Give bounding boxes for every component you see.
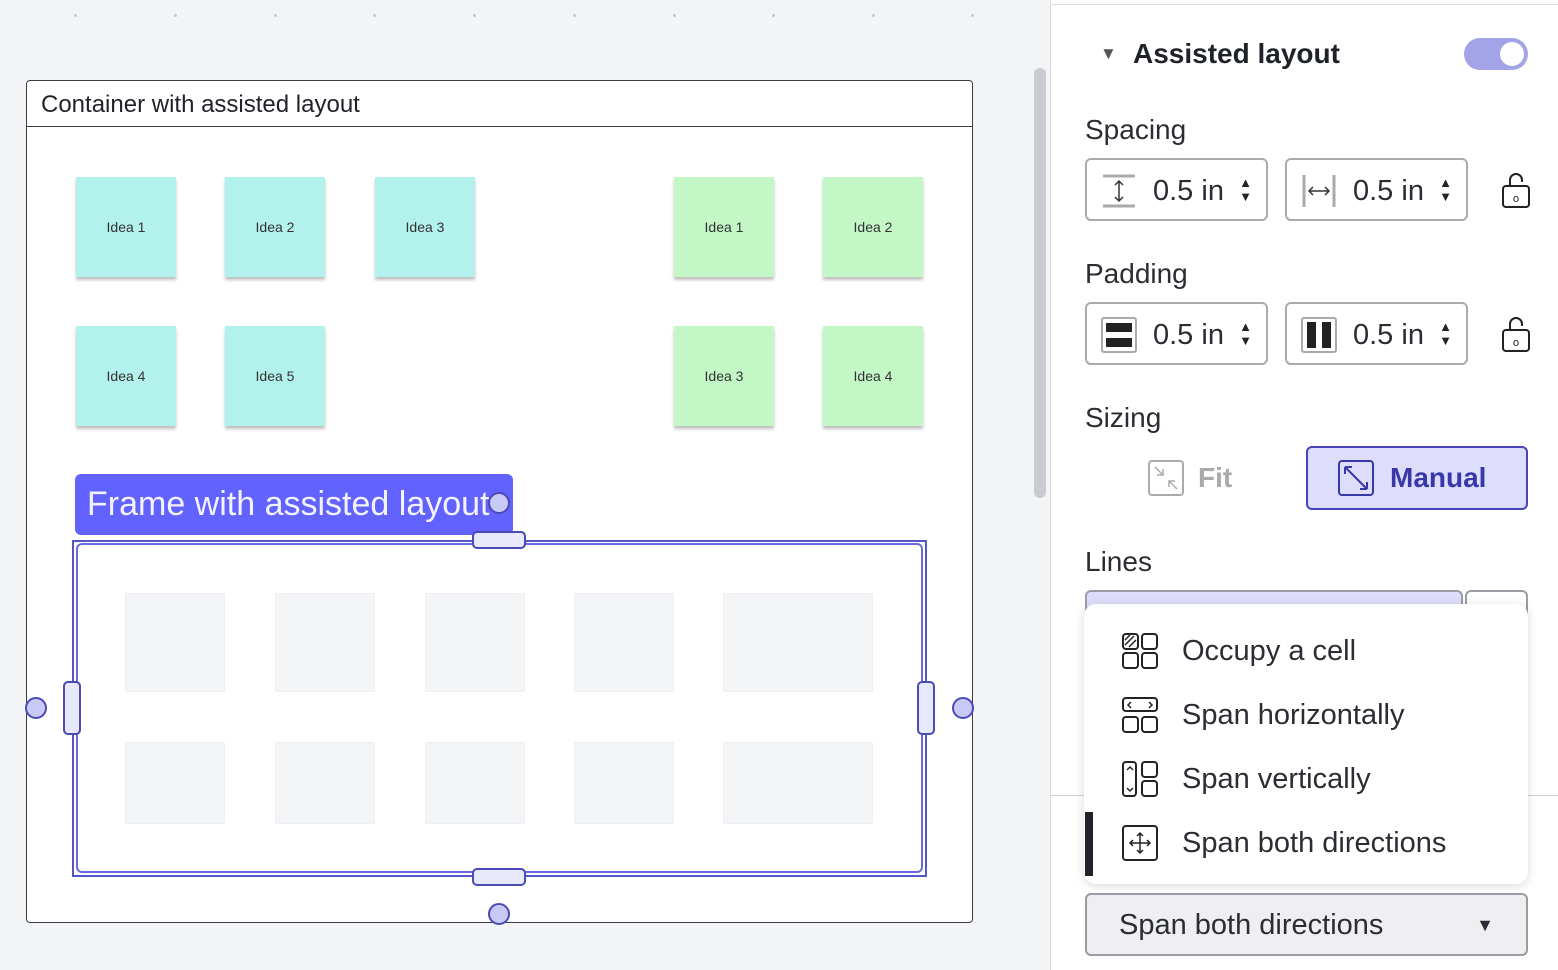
grid-dot <box>772 14 775 17</box>
placeholder-cell <box>425 742 525 824</box>
stepper-icon[interactable]: ▲▼ <box>1239 175 1252 204</box>
placeholder-cell <box>275 742 375 824</box>
assisted-layout-toggle[interactable] <box>1464 38 1528 70</box>
dropdown-arrow-icon: ▼ <box>1476 915 1494 935</box>
sizing-fit-button[interactable]: Fit <box>1148 460 1232 496</box>
resize-handle-bottom[interactable] <box>472 868 526 886</box>
placeholder-cell <box>723 742 873 824</box>
placeholder-cell <box>125 593 225 692</box>
grid-dot <box>473 14 476 17</box>
sticky-note[interactable]: Idea 2 <box>225 177 325 277</box>
spacing-horizontal-input[interactable]: 0.5 in ▲▼ <box>1285 158 1468 221</box>
unlock-icon[interactable]: o <box>1501 314 1531 354</box>
manual-resize-icon <box>1338 460 1374 496</box>
sticky-note[interactable]: Idea 2 <box>823 177 923 277</box>
lines-label: Lines <box>1085 546 1152 577</box>
vertical-spacing-icon <box>1103 174 1135 208</box>
menu-item-label: Occupy a cell <box>1182 634 1357 667</box>
spacing-label: Spacing <box>1085 114 1187 145</box>
grid-dot <box>274 14 277 17</box>
frame-title[interactable]: Frame with assisted layout <box>75 474 513 535</box>
fit-label: Fit <box>1198 462 1233 493</box>
menu-item-occupy-cell[interactable]: Occupy a cell <box>1092 619 1528 683</box>
container-title[interactable]: Container with assisted layout <box>27 81 972 127</box>
canvas-scrollbar[interactable] <box>1034 68 1046 498</box>
grid-dot <box>872 14 875 17</box>
sticky-note[interactable]: Idea 5 <box>225 326 325 426</box>
placeholder-cell <box>723 593 873 692</box>
span-select[interactable]: Span both directions ▼ <box>1085 893 1528 956</box>
toggle-knob <box>1500 42 1524 66</box>
sizing-label: Sizing <box>1085 402 1162 433</box>
unlock-icon[interactable]: o <box>1501 170 1531 210</box>
menu-item-label: Span vertically <box>1182 762 1371 795</box>
resize-handle-top[interactable] <box>472 531 526 549</box>
padding-vertical-input[interactable]: 0.5 in ▲▼ <box>1085 302 1268 365</box>
grid-dot <box>573 14 576 17</box>
menu-item-label: Span horizontally <box>1182 698 1405 731</box>
section-title: Assisted layout <box>1133 38 1340 69</box>
grid-dot <box>74 14 77 17</box>
menu-item-label: Span both directions <box>1182 826 1447 859</box>
grid-dot <box>673 14 676 17</box>
connection-point-left[interactable] <box>25 697 47 719</box>
menu-item-span-both[interactable]: Span both directions <box>1092 811 1528 875</box>
selected-indicator <box>1085 812 1093 876</box>
fit-icon <box>1148 460 1184 496</box>
manual-label: Manual <box>1390 462 1487 493</box>
spacing-vertical-input[interactable]: 0.5 in ▲▼ <box>1085 158 1268 221</box>
padding-label: Padding <box>1085 258 1188 289</box>
span-select-value: Span both directions <box>1119 909 1384 941</box>
padding-horizontal-value: 0.5 in <box>1353 319 1424 351</box>
divider <box>1051 4 1558 5</box>
placeholder-cell <box>574 742 674 824</box>
span-horizontally-icon <box>1122 697 1158 733</box>
sticky-note[interactable]: Idea 4 <box>823 326 923 426</box>
sticky-note[interactable]: Idea 4 <box>76 326 176 426</box>
sticky-note[interactable]: Idea 1 <box>674 177 774 277</box>
connection-point-top[interactable] <box>488 492 510 514</box>
placeholder-cell <box>425 593 525 692</box>
vertical-padding-icon <box>1101 317 1137 353</box>
resize-handle-right[interactable] <box>917 681 935 735</box>
occupy-cell-icon <box>1122 633 1158 669</box>
sticky-note[interactable]: Idea 3 <box>674 326 774 426</box>
menu-item-span-vertically[interactable]: Span vertically <box>1092 747 1528 811</box>
sizing-manual-button[interactable]: Manual <box>1306 446 1528 510</box>
svg-text:o: o <box>1513 337 1519 349</box>
spacing-vertical-value: 0.5 in <box>1153 175 1224 207</box>
grid-dot <box>174 14 177 17</box>
sticky-note[interactable]: Idea 1 <box>76 177 176 277</box>
spacing-horizontal-value: 0.5 in <box>1353 175 1424 207</box>
stepper-icon[interactable]: ▲▼ <box>1439 175 1452 204</box>
placeholder-cell <box>125 742 225 824</box>
connection-point-right[interactable] <box>952 697 974 719</box>
stepper-icon[interactable]: ▲▼ <box>1239 319 1252 348</box>
span-both-icon <box>1122 825 1158 861</box>
menu-item-span-horizontally[interactable]: Span horizontally <box>1092 683 1528 747</box>
sticky-note[interactable]: Idea 3 <box>375 177 475 277</box>
padding-vertical-value: 0.5 in <box>1153 319 1224 351</box>
grid-dot <box>373 14 376 17</box>
padding-horizontal-input[interactable]: 0.5 in ▲▼ <box>1285 302 1468 365</box>
connection-point-bottom[interactable] <box>488 903 510 925</box>
placeholder-cell <box>275 593 375 692</box>
horizontal-spacing-icon <box>1302 175 1336 207</box>
resize-handle-left[interactable] <box>63 681 81 735</box>
stepper-icon[interactable]: ▲▼ <box>1439 319 1452 348</box>
placeholder-cell <box>574 593 674 692</box>
horizontal-padding-icon <box>1301 317 1337 353</box>
svg-text:o: o <box>1513 193 1519 205</box>
grid-dot <box>971 14 974 17</box>
span-vertically-icon <box>1122 761 1158 797</box>
collapse-triangle-icon[interactable]: ▼ <box>1100 44 1117 63</box>
